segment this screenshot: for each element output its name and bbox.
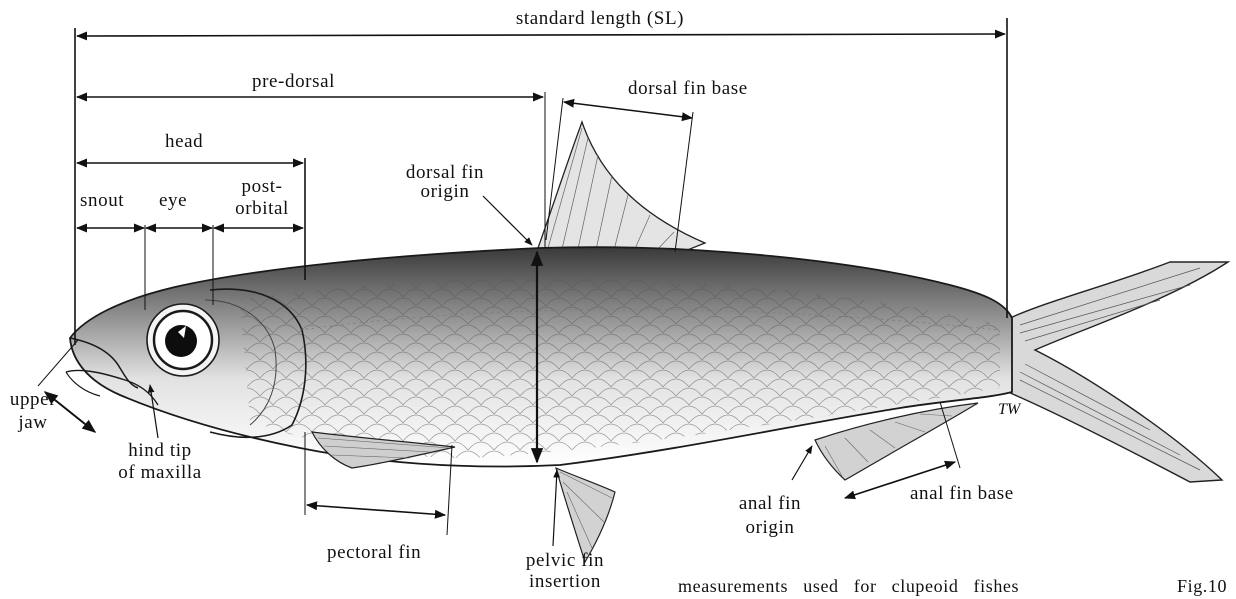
upper-jaw-label-line2: jaw [0, 412, 66, 434]
hind-tip-label-line1: hind tip [105, 440, 215, 462]
snout-label: snout [80, 190, 124, 212]
figure-caption: measurements used for clupeoid fishes [678, 575, 1019, 597]
caudal-fin [1008, 262, 1228, 482]
pelvic-fin-insertion-label-line1: pelvic fin [505, 550, 625, 572]
upper-jaw-label-line1: upper [0, 389, 66, 411]
dorsal-fin-origin-pointer [483, 196, 532, 245]
anal-fin-origin-label-line2: origin [715, 517, 825, 539]
pelvic-fin [556, 468, 615, 562]
pectoral-fin-label: pectoral fin [327, 542, 421, 564]
hind-tip-label-line2: of maxilla [100, 462, 220, 484]
standard-length-label: standard length (SL) [440, 8, 760, 30]
anal-fin-origin-label-line1: anal fin [715, 493, 825, 515]
standard-length-arrow [77, 34, 1005, 36]
head-label: head [165, 131, 203, 153]
pelvic-fin-insertion-label-line2: insertion [505, 571, 625, 593]
dorsal-fin [538, 122, 705, 253]
figure-number: Fig.10 [1177, 575, 1227, 597]
pre-dorsal-label: pre-dorsal [252, 71, 335, 93]
pelvic-fin-insertion-pointer [553, 470, 557, 546]
artist-initials: TW [998, 401, 1022, 418]
dorsal-fin-origin-label-line2: origin [385, 181, 505, 203]
pectoral-fin-arrow [307, 505, 445, 515]
eye-label: eye [159, 190, 187, 212]
post-orbital-label-line1: post- [222, 176, 302, 198]
dorsal-fin-base-arrow [564, 102, 692, 118]
dorsal-fin-base-label: dorsal fin base [628, 78, 748, 100]
anal-fin-origin-pointer [792, 446, 812, 480]
post-orbital-label-line2: orbital [222, 198, 302, 220]
dorsal-base-end-line [675, 112, 693, 252]
anal-fin-base-label: anal fin base [910, 483, 1014, 505]
